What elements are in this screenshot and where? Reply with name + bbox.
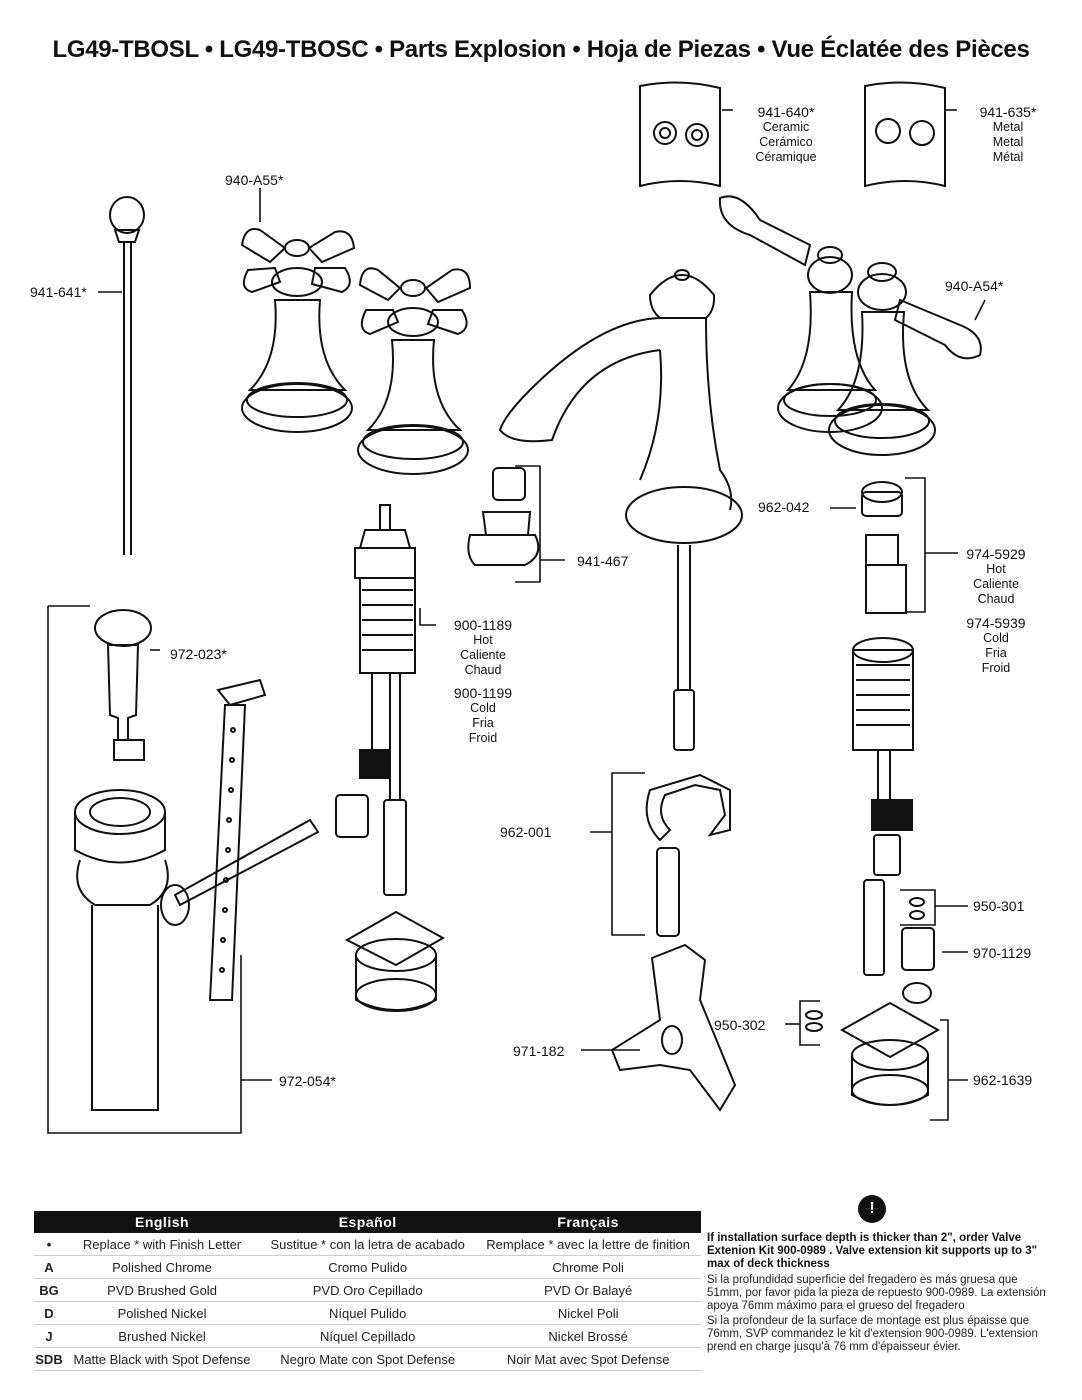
label-941-641: 941-641* xyxy=(30,284,87,300)
label-962-042: 962-042 xyxy=(758,499,810,515)
cross-handle-left-drawing xyxy=(240,228,356,433)
warning-icon: ! xyxy=(858,1195,886,1223)
spout-drawing xyxy=(498,269,743,751)
popup-stopper-drawing xyxy=(94,609,152,761)
drain-assembly-drawing xyxy=(74,789,320,1111)
label-972-023: 972-023* xyxy=(170,646,227,662)
label-974-5929: 974-5929 Hot Caliente Chaud xyxy=(966,546,1026,606)
label-940-A55: 940-A55* xyxy=(225,172,284,188)
table-row: BG PVD Brushed Gold PVD Oro Cepillado PV… xyxy=(34,1278,701,1302)
lift-rod-drawing xyxy=(109,196,145,555)
clevis-strap-drawing xyxy=(208,678,267,1001)
label-970-1129: 970-1129 xyxy=(973,945,1032,961)
label-940-A54: 940-A54* xyxy=(945,278,1004,294)
finish-table: English Español Français • Replace * wit… xyxy=(34,1211,701,1371)
finish-header-french: Français xyxy=(475,1211,701,1233)
note-spanish: Si la profundidad superficie del fregade… xyxy=(707,1274,1046,1312)
spout-mounting-drawing xyxy=(645,773,731,937)
table-row: • Replace * with Finish Letter Sustitue … xyxy=(34,1233,701,1256)
label-941-635: 941-635* Metal Metal Métal xyxy=(979,104,1037,164)
mounting-nut-left-drawing xyxy=(344,910,446,1012)
mounting-nut-right-drawing xyxy=(839,1001,941,1106)
cross-handle-right-drawing xyxy=(357,267,472,475)
finish-table-header: English Español Français xyxy=(34,1211,701,1233)
label-971-182: 971-182 xyxy=(513,1043,565,1059)
label-941-640: 941-640* Ceramic Cerámico Céramique xyxy=(755,104,817,164)
note-english: If installation surface depth is thicker… xyxy=(707,1232,1038,1270)
label-900-1199: 900-1199 Cold Fria Froid xyxy=(453,685,513,745)
label-950-301: 950-301 xyxy=(973,898,1025,914)
index-button-metal-drawing xyxy=(864,81,946,188)
mounting-bracket-drawing xyxy=(610,943,737,1112)
label-974-5939: 974-5939 Cold Fria Froid xyxy=(966,615,1026,675)
table-row: D Polished Nickel Níquel Pulido Nickel P… xyxy=(34,1301,701,1325)
installation-note: If installation surface depth is thicker… xyxy=(707,1232,1047,1356)
label-962-1639: 962-1639 xyxy=(973,1072,1033,1088)
valve-right-drawing xyxy=(805,481,935,1032)
finish-header-code xyxy=(34,1211,64,1233)
label-941-467: 941-467 xyxy=(577,553,629,569)
label-900-1189: 900-1189 Hot Caliente Chaud xyxy=(453,617,513,677)
finish-header-spanish: Español xyxy=(260,1211,476,1233)
lever-handle-right-drawing xyxy=(828,262,982,456)
table-row: A Polished Chrome Cromo Pulido Chrome Po… xyxy=(34,1255,701,1279)
label-962-001: 962-001 xyxy=(500,824,552,840)
lever-handle-left-drawing xyxy=(718,195,883,433)
note-french: Si la profondeur de la surface de montag… xyxy=(707,1315,1038,1353)
label-950-302: 950-302 xyxy=(714,1017,766,1033)
finish-header-english: English xyxy=(64,1211,261,1233)
table-row: SDB Matte Black with Spot Defense Negro … xyxy=(34,1347,701,1371)
index-button-ceramic-drawing xyxy=(639,81,721,188)
table-row: J Brushed Nickel Níquel Cepillado Nickel… xyxy=(34,1324,701,1348)
label-972-054: 972-054* xyxy=(279,1073,336,1089)
valve-left-drawing xyxy=(335,504,416,896)
page-title: LG49-TBOSL • LG49-TBOSC • Parts Explosio… xyxy=(52,36,1030,63)
aerator-drawing xyxy=(467,467,540,566)
